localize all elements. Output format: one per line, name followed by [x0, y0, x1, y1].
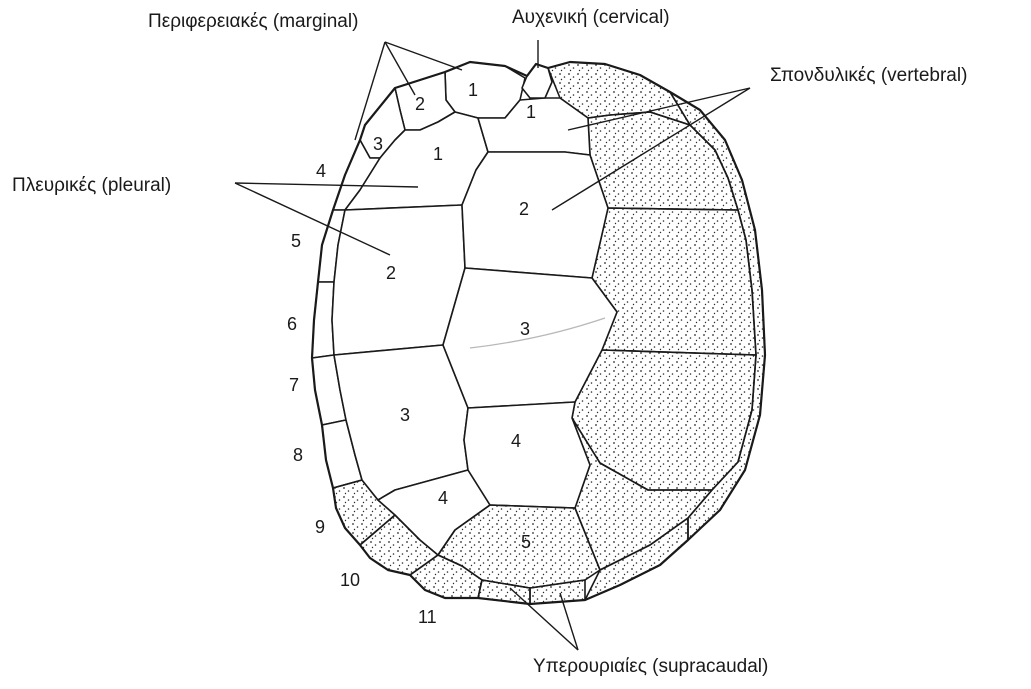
- leader-marginal-1: [385, 42, 462, 70]
- right-pleural-1: [588, 112, 738, 210]
- cervical-scute: [522, 64, 552, 98]
- pleural-number-3: 3: [400, 405, 410, 425]
- label-cervical: Αυχενική (cervical): [512, 7, 670, 28]
- label-supracaudal: Υπερουριαίες (supracaudal): [533, 656, 768, 677]
- marginal-number-8: 8: [293, 445, 303, 465]
- marginal-number-9: 9: [315, 517, 325, 537]
- pleural-2: [332, 205, 465, 355]
- label-vertebral: Σπονδυλικές (vertebral): [770, 65, 967, 86]
- label-marginal: Περιφερειακές (marginal): [148, 11, 358, 32]
- right-pleural-2: [592, 208, 756, 355]
- marginal-number-4: 4: [316, 161, 326, 181]
- vertebral-number-4: 4: [511, 431, 521, 451]
- vertebral-number-1: 1: [526, 102, 536, 122]
- vertebral-2: [462, 152, 608, 278]
- marginal-number-5: 5: [291, 231, 301, 251]
- marginal-number-7: 7: [289, 375, 299, 395]
- vertebral-number-5: 5: [521, 532, 531, 552]
- marginal-number-2: 2: [415, 94, 425, 114]
- label-pleural: Πλευρικές (pleural): [12, 175, 171, 196]
- marginal-number-11: 11: [418, 607, 437, 627]
- vertebral-number-2: 2: [519, 199, 529, 219]
- vertebral-4: [464, 402, 590, 508]
- marginal-number-10: 10: [340, 570, 360, 590]
- marginal-number-6: 6: [287, 314, 297, 334]
- pleural-number-1: 1: [433, 144, 443, 164]
- pleural-number-2: 2: [386, 263, 396, 283]
- marginal-number-3: 3: [373, 134, 383, 154]
- marginal-number-1: 1: [468, 80, 478, 100]
- marginal-6: [312, 282, 334, 358]
- vertebral-number-3: 3: [520, 319, 530, 339]
- pleural-number-4: 4: [438, 488, 448, 508]
